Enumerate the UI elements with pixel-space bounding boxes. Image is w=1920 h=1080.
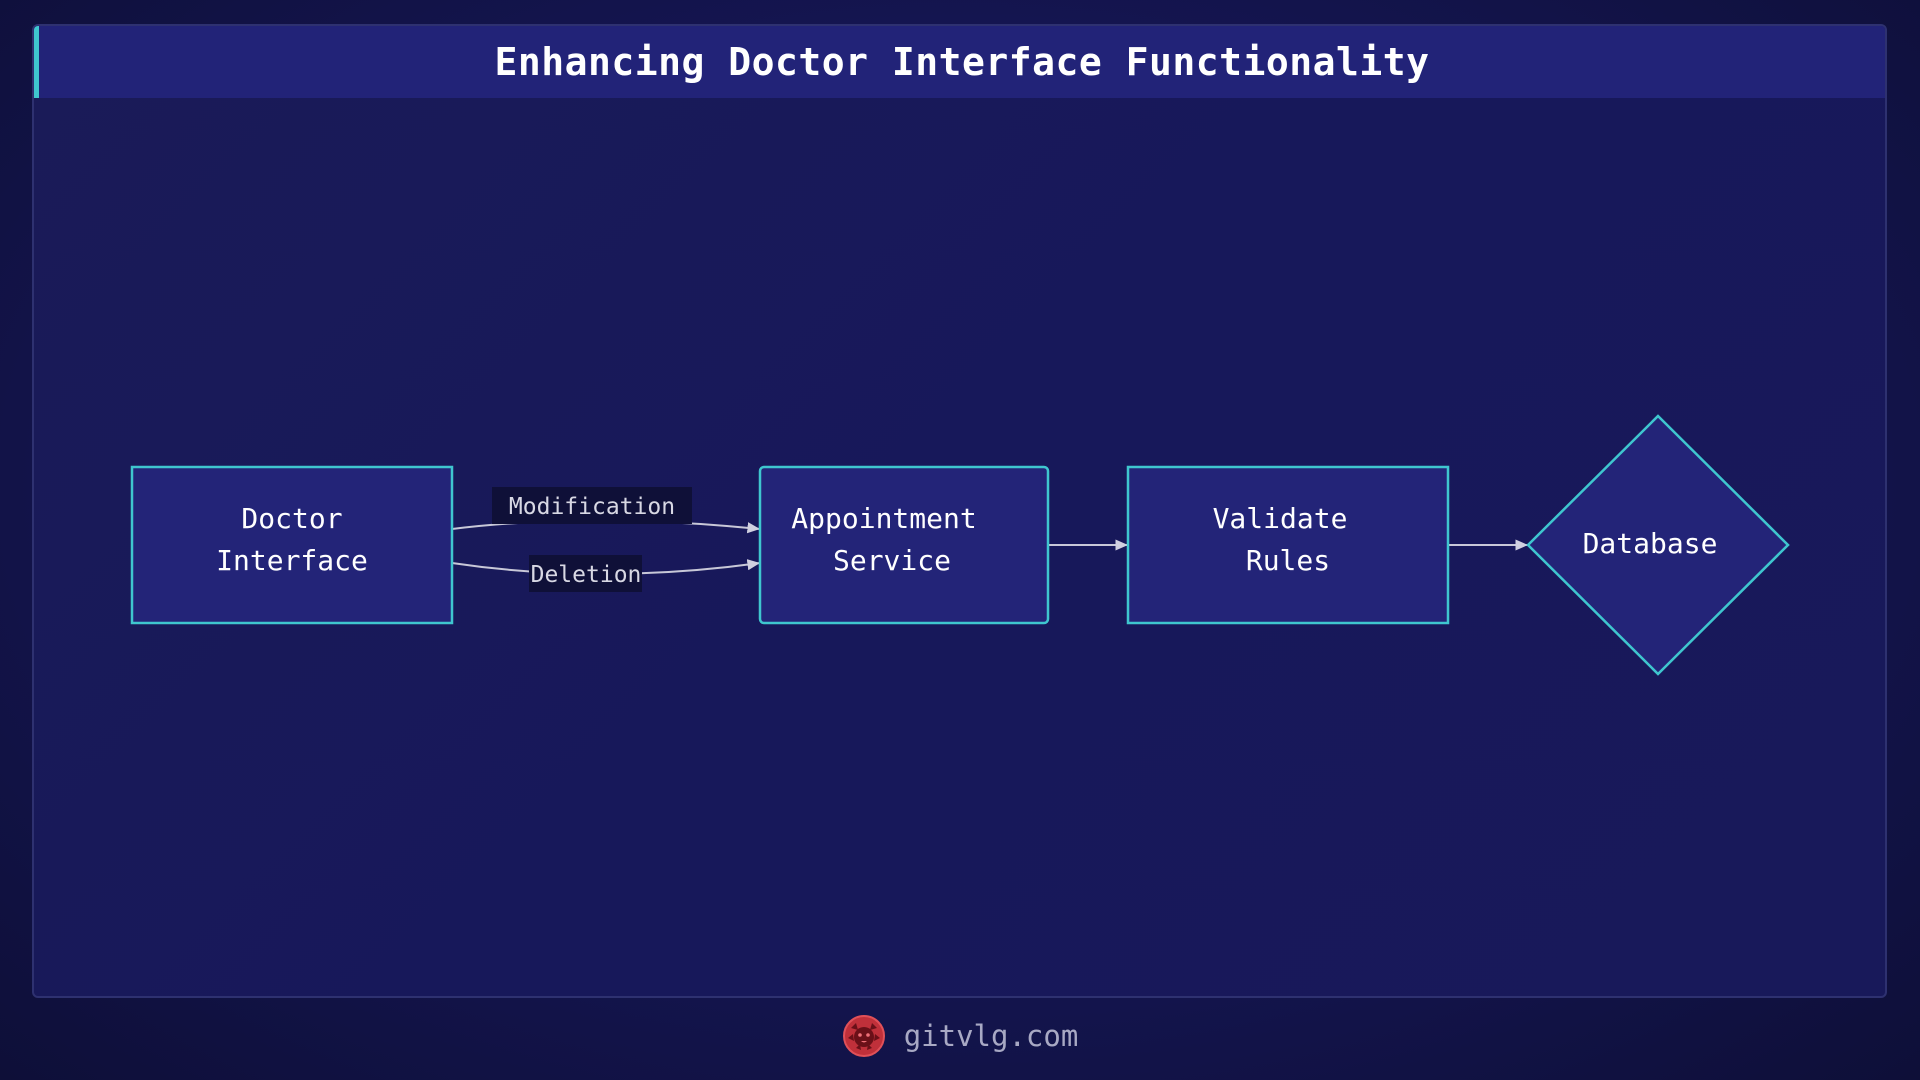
edge-label-modification-text: Modification: [509, 494, 675, 520]
flow-diagram: Modification Deletion Doctor Interface A…: [130, 414, 1790, 676]
node-validate-rules-line1: Validate: [1213, 502, 1348, 535]
node-doctor-interface-line2: Interface: [216, 544, 368, 577]
lion-logo-icon: [842, 1015, 885, 1057]
node-appointment-service-line2: Service: [833, 544, 951, 577]
edge-label-deletion: Deletion: [529, 555, 642, 592]
node-validate-rules-line2: Rules: [1246, 544, 1330, 577]
edge-label-modification: Modification: [492, 487, 692, 524]
title-bar: Enhancing Doctor Interface Functionality: [34, 26, 1885, 98]
footer-site-text[interactable]: gitvlg.com: [903, 1019, 1079, 1053]
node-validate-rules: Validate Rules: [1126, 465, 1450, 625]
node-doctor-interface: Doctor Interface: [130, 465, 454, 625]
node-appointment-service-line1: Appointment: [791, 502, 976, 535]
node-doctor-interface-line1: Doctor: [241, 502, 342, 535]
node-appointment-service: Appointment Service: [758, 465, 1050, 625]
edge-label-deletion-text: Deletion: [531, 562, 642, 588]
footer: gitvlg.com: [0, 1012, 1920, 1060]
diagram-title: Enhancing Doctor Interface Functionality: [494, 40, 1430, 84]
node-database: Database: [1526, 414, 1790, 676]
node-database-label: Database: [1583, 527, 1718, 560]
